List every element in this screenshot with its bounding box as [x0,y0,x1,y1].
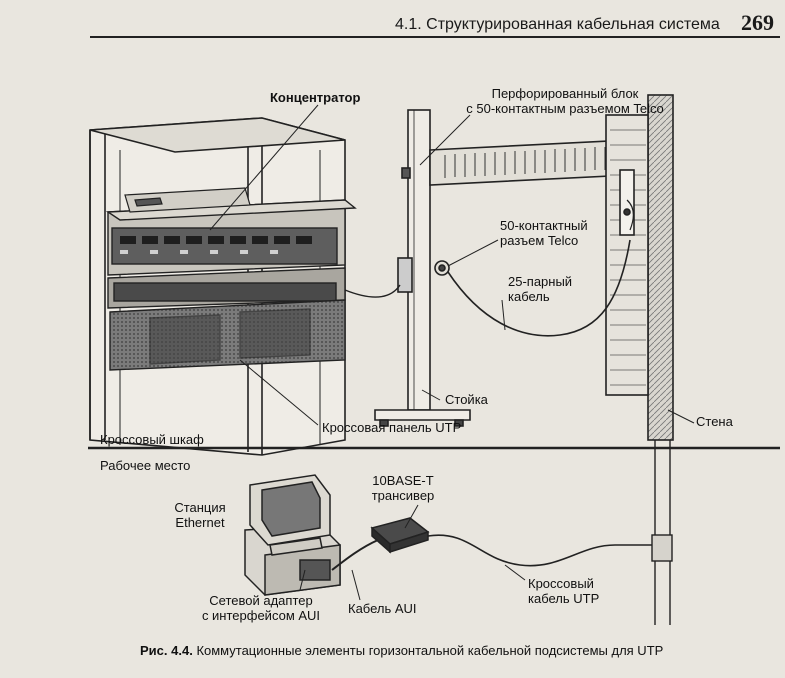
header-title: 4.1. Структурированная кабельная система [395,16,720,33]
page-number: 269 [741,10,774,35]
figure-caption-text: Коммутационные элементы горизонтальной к… [196,643,664,658]
ethernet-station [244,474,341,596]
cross-utp-cable [427,534,655,567]
transceiver-label-2: трансивер [371,488,435,503]
telco-label-1: 50-контактный [500,218,588,233]
rack-label: Стойка [445,392,488,407]
cable-25-pair [447,239,631,337]
cross-cabinet-label: Кроссовый шкаф [100,432,204,447]
aui-cable-label: Кабель AUI [348,601,417,616]
transceiver-label-1: 10BASE-T [372,473,434,488]
wall-label: Стена [696,414,733,429]
hub-label: Концентратор [270,90,361,105]
wall [605,94,674,441]
utp-panel-label: Кроссовая панель UTP [322,420,462,435]
telco-label-2: разъем Telco [500,233,579,248]
station-label-2: Ethernet [175,515,225,530]
adapter-label-1: Сетевой адаптер [209,593,313,608]
page-header: 4.1. Структурированная кабельная система… [90,6,780,38]
workplace-label: Рабочее место [100,458,191,473]
hub-device [105,199,357,309]
station-label-1: Станция [174,500,226,515]
adapter-label-2: с интерфейсом AUI [201,608,321,623]
cabinet-shelf [124,187,251,213]
cross-cable-label-2: кабель UTP [528,591,600,606]
cross-cable-label-1: Кроссовый [528,576,594,591]
rack-stand [374,109,631,427]
figure-number: Рис. 4.4. [140,643,193,658]
punch-block-label-2: с 50-контактным разъемом Telco [466,101,664,116]
cable25-label-1: 25-парный [508,274,573,289]
punch-block-label-1: Перфорированный блок [491,86,639,101]
figure-caption: Рис. 4.4. Коммутационные элементы горизо… [140,643,663,658]
wall-outlet [651,534,673,562]
aui-cable [331,539,379,571]
cable25-label-2: кабель [508,289,550,304]
leader-lines [209,104,695,601]
transceiver-10base-t [370,517,430,554]
utp-patch-panel [109,299,346,371]
patch-cable [344,284,401,298]
